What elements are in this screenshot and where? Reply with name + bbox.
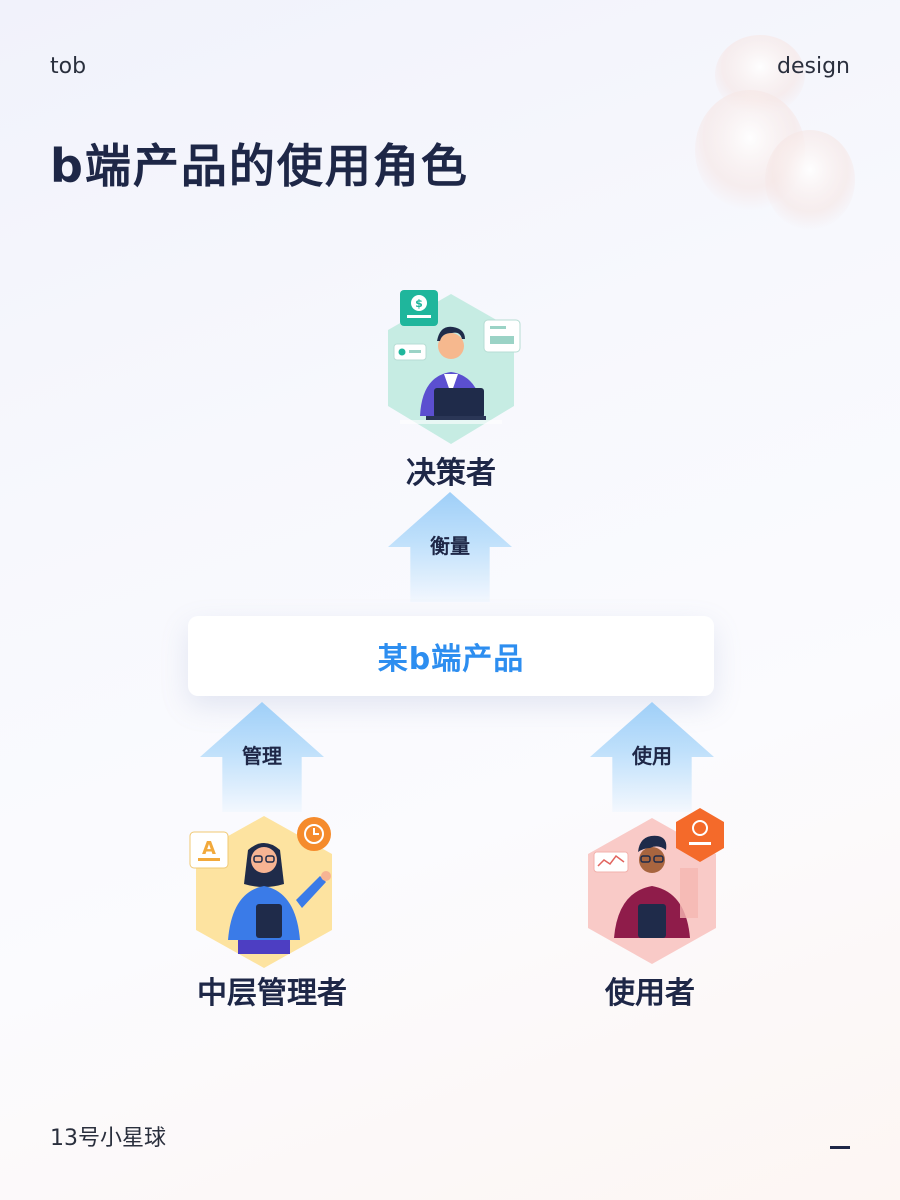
heart-card-icon (393, 343, 427, 361)
arrow-use: 使用 (590, 702, 714, 812)
arrow-manage: 管理 (200, 702, 324, 812)
tag-design: design (777, 54, 850, 79)
gear-icon (676, 808, 724, 862)
dollar-card-icon: $ (400, 290, 438, 326)
role-label-middle-manager: 中层管理者 (197, 976, 347, 1011)
role-label-user: 使用者 (605, 976, 695, 1011)
arrow-measure-label: 衡量 (430, 534, 470, 558)
role-label-decision-maker: 决策者 (406, 456, 496, 491)
middle-manager-illustration: A (189, 816, 332, 968)
product-box: 某b端产品 (188, 616, 714, 696)
decorative-blob (695, 35, 855, 230)
chart-card-icon (483, 319, 521, 353)
clock-icon (297, 817, 331, 851)
tag-tob: tob (50, 54, 87, 79)
arrow-use-label: 使用 (632, 744, 672, 768)
page-title: b端产品的使用角色 (50, 139, 469, 193)
footer-author: 13号小星球 (50, 1126, 166, 1151)
product-label: 某b端产品 (377, 642, 525, 677)
arrow-measure: 衡量 (388, 492, 512, 602)
decision-maker-illustration: $ (388, 290, 521, 444)
letter-a-card-icon: A (189, 831, 229, 869)
page-dash (830, 1146, 850, 1149)
user-illustration (588, 808, 724, 964)
trend-card-icon (593, 851, 629, 873)
svg-text:A: A (202, 838, 216, 859)
arrow-manage-label: 管理 (242, 744, 282, 768)
svg-text:$: $ (415, 297, 423, 310)
